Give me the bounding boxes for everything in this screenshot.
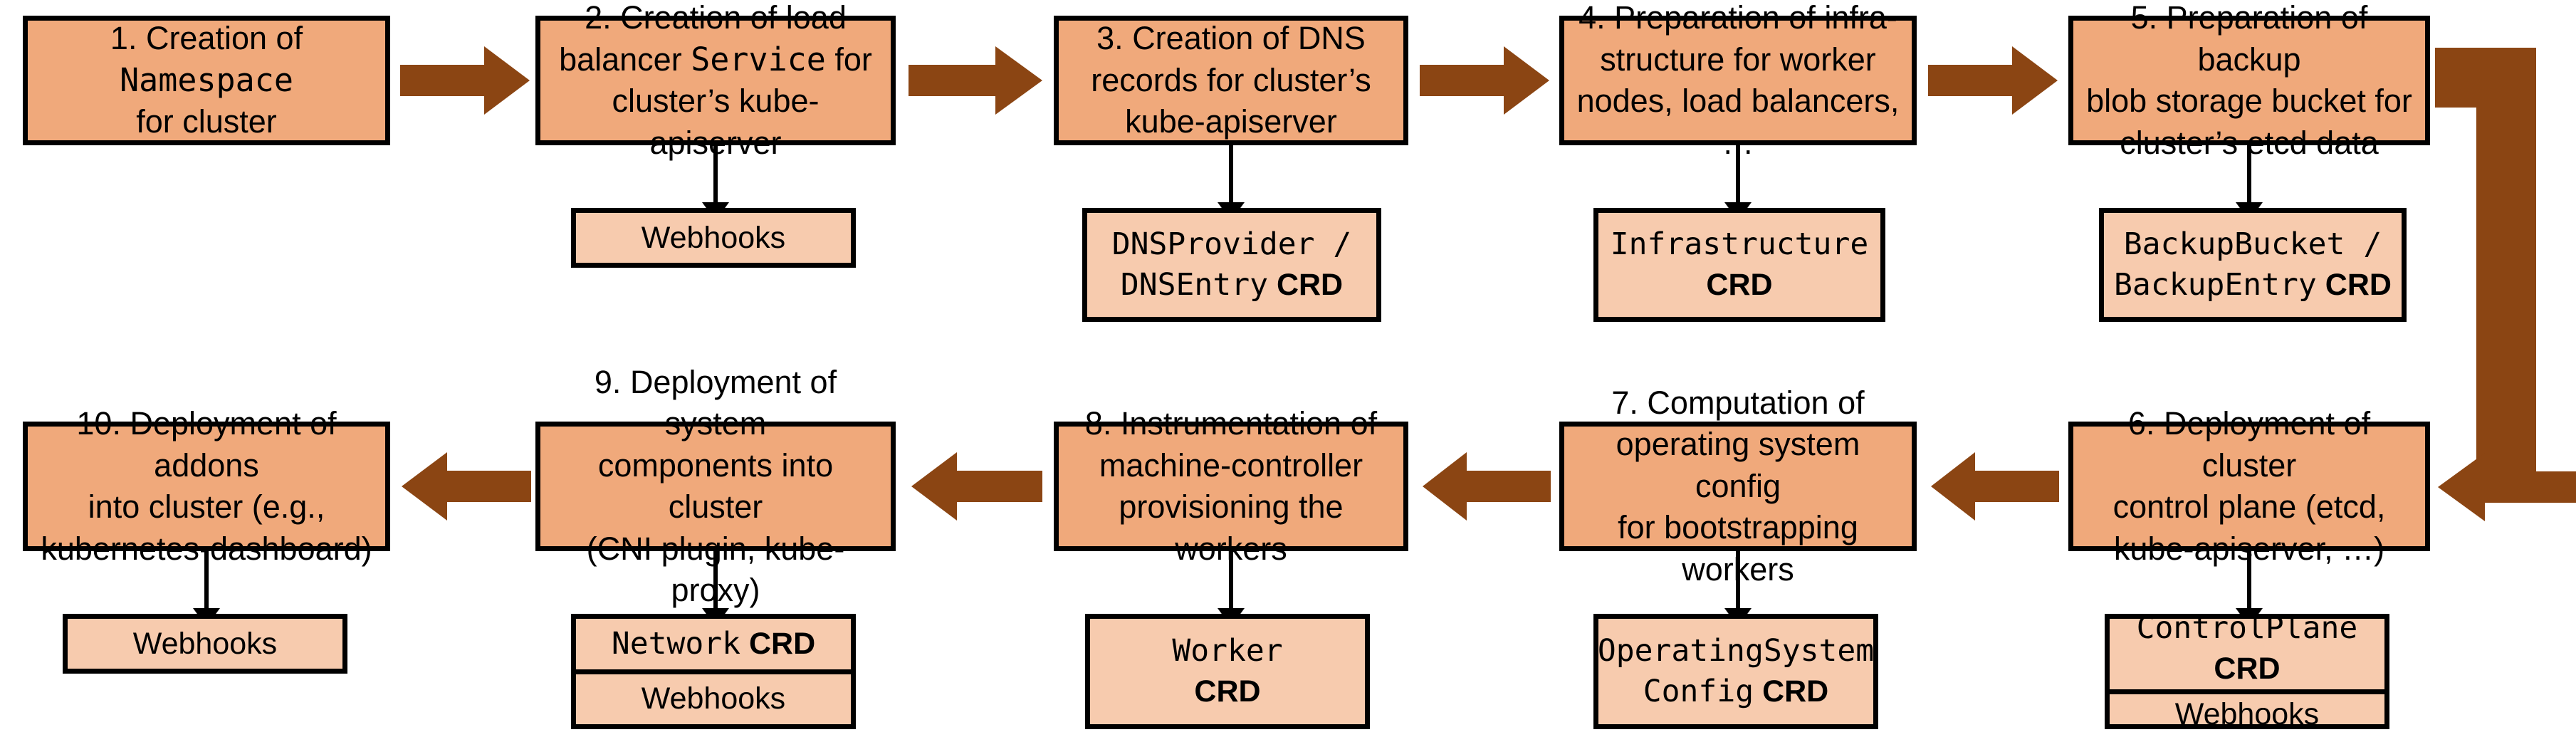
connector-step6-crd [2247,551,2251,611]
flow-arrow-4-to-5 [1928,46,2058,115]
step-box-4[interactable]: 4. Preparation of infra-structure for wo… [1559,0,1917,161]
dns-crd-label: DNSProvider /DNSEntry CRD [1111,226,1352,303]
controlplane-webhooks-cell[interactable]: Webhooks [2110,694,2384,735]
flow-arrow-3-to-4 [1420,46,1549,115]
network-crd-cell[interactable]: Network CRD [576,619,851,674]
webhooks-label: Webhooks [132,626,278,661]
step-4-label: 4. Preparation of infra-structure for wo… [1576,0,1900,161]
network-webhooks-cell[interactable]: Webhooks [576,674,851,725]
resource-box-dns-crd[interactable]: DNSProvider /DNSEntry CRD [1082,208,1381,322]
connector-step9-crd [713,551,718,611]
flow-arrow-9-to-10 [402,452,531,521]
network-crd-label: Network CRD [611,625,816,662]
resource-box-webhooks-step2[interactable]: Webhooks [571,208,856,268]
resource-box-backup-crd[interactable]: BackupBucket /BackupEntry CRD [2099,208,2407,322]
connector-step4-crd [1736,145,1740,205]
connector-step10-webhooks [204,551,209,611]
resource-box-controlplane-step6[interactable]: ControlPlane CRD Webhooks [2105,610,2389,731]
flow-arrow-6-to-7 [1931,452,2059,521]
connector-step5-crd [2247,145,2251,205]
flow-arrow-8-to-9 [911,452,1042,521]
flow-arrow-7-to-8 [1423,452,1551,521]
flow-arrow-2-to-3 [909,46,1042,115]
resource-box-network-step9[interactable]: Network CRD Webhooks [571,614,856,729]
backup-crd-label: BackupBucket /BackupEntry CRD [2114,226,2392,303]
flow-arrow-5-to-6-head [2438,453,2576,521]
controlplane-crd-label: ControlPlane CRD [2136,610,2358,686]
controlplane-crd-cell[interactable]: ControlPlane CRD [2110,608,2384,694]
connector-step2-webhooks [713,145,718,205]
connector-step3-crd [1229,145,1233,205]
connector-step8-crd [1229,551,1233,611]
flow-arrow-1-to-2 [400,46,530,115]
webhooks-label: Webhooks [641,220,786,255]
flow-arrow-5-to-6-wrap [2435,43,2576,527]
resource-box-webhooks-step10[interactable]: Webhooks [63,614,347,674]
webhooks-label: Webhooks [641,681,786,716]
webhooks-label: Webhooks [2174,696,2320,731]
connector-step7-crd [1736,551,1740,611]
